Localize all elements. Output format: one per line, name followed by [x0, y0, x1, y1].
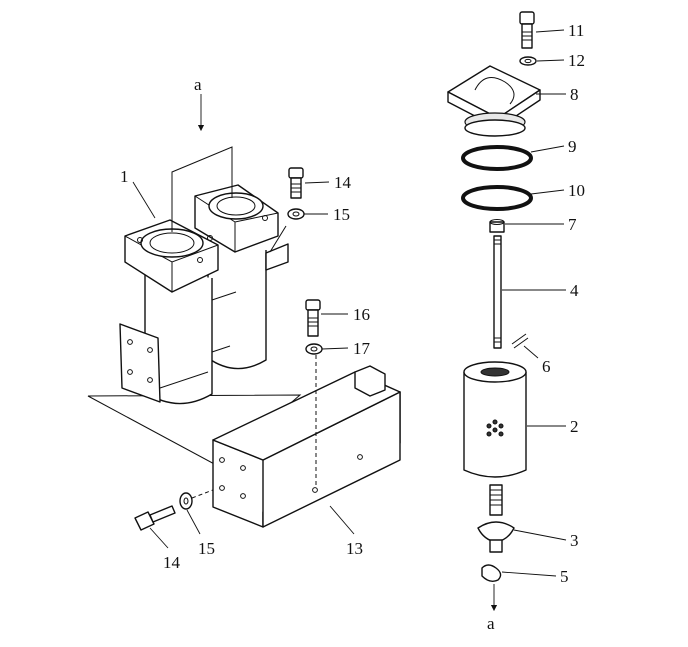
- callout-9: 9: [568, 137, 577, 156]
- mounting-bracket: [212, 365, 401, 528]
- callout-11: 11: [568, 21, 584, 40]
- element-logo: [486, 419, 504, 437]
- bolt-14-bottom: [134, 505, 176, 531]
- callout-17: 17: [353, 339, 371, 358]
- drain-valve: [477, 484, 515, 553]
- callout-16: 16: [353, 305, 370, 324]
- bolt-11: [519, 11, 535, 49]
- callout-3: 3: [570, 531, 579, 550]
- callout-1: 1: [120, 167, 129, 186]
- bolt-16: [305, 299, 321, 337]
- callout-13: 13: [346, 539, 363, 558]
- callout-7: 7: [568, 215, 577, 234]
- callouts: 1 2 3 4 5 6 7 8 9 10 11 12 13 14 15 16 1: [120, 21, 585, 586]
- drain-plug: [481, 564, 502, 583]
- pin-6: [511, 333, 529, 349]
- flow-label-a-right: a: [487, 614, 495, 633]
- bracket-top: [212, 371, 401, 461]
- filter-housing: [87, 146, 302, 467]
- o-ring-9: [461, 145, 533, 171]
- bracket-tab: [354, 365, 386, 397]
- callout-5: 5: [560, 567, 569, 586]
- washer-17: [305, 343, 323, 355]
- callout-14-top: 14: [334, 173, 352, 192]
- filter-element: [463, 361, 527, 478]
- flow-label-a-left: a: [194, 75, 202, 94]
- bolt-14-top: [288, 167, 304, 199]
- callout-8: 8: [570, 85, 579, 104]
- callout-15-bottom: 15: [198, 539, 215, 558]
- callout-2: 2: [570, 417, 579, 436]
- filter-head: [447, 65, 541, 137]
- callout-6: 6: [542, 357, 551, 376]
- washer-12: [519, 56, 537, 66]
- o-ring-10: [461, 185, 533, 211]
- callout-10: 10: [568, 181, 585, 200]
- callout-4: 4: [570, 281, 579, 300]
- washer-15-bottom: [179, 492, 193, 510]
- callout-15-top: 15: [333, 205, 350, 224]
- center-rod: [493, 235, 502, 349]
- nut-7: [489, 219, 505, 233]
- callout-12: 12: [568, 51, 585, 70]
- callout-14-bottom: 14: [163, 553, 181, 572]
- washer-15-top: [287, 208, 305, 220]
